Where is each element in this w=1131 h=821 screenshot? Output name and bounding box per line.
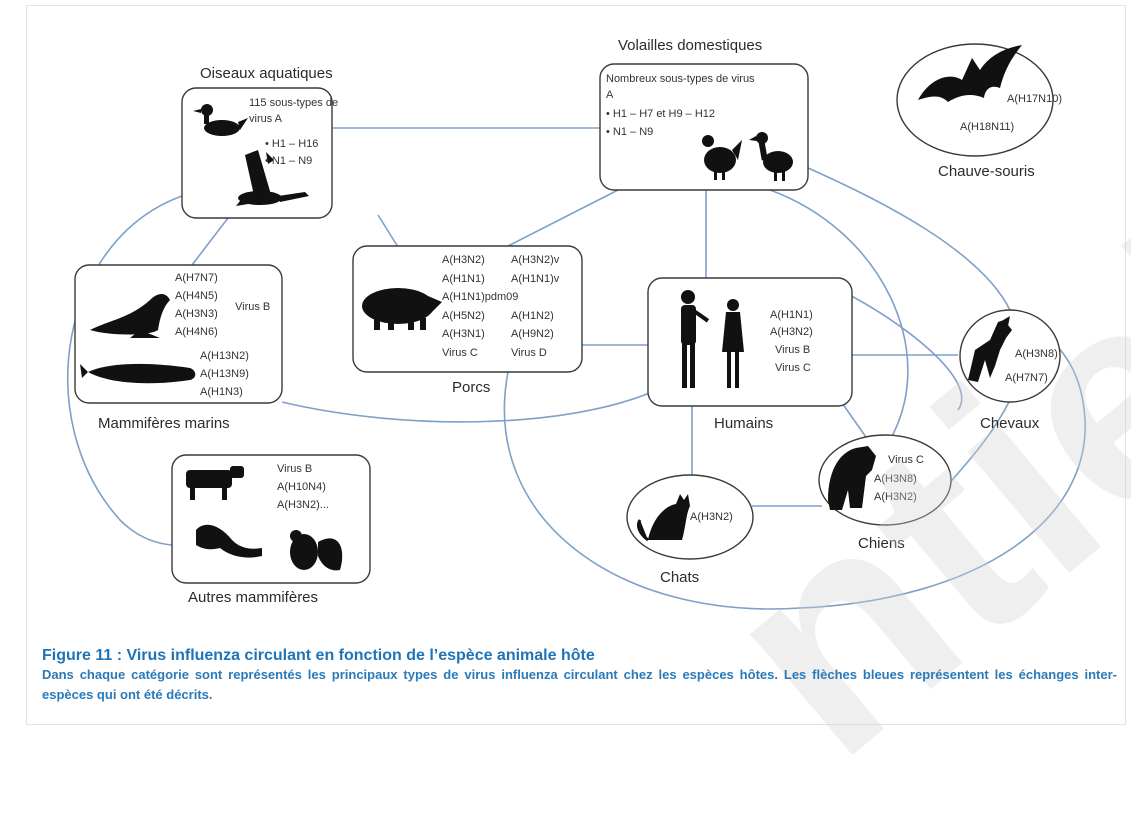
horses-ellipse <box>959 309 1061 403</box>
poultry-label: Volailles domestiques <box>618 37 762 54</box>
dogs-line: A(H3N2) <box>874 491 917 503</box>
influenza-host-diagram: Oiseaux aquatiques 115 sous-types de vir… <box>67 37 1086 610</box>
bats-label: Chauve-souris <box>938 163 1035 180</box>
marine-line: A(H4N5) <box>175 290 218 302</box>
whale-icon <box>80 363 196 384</box>
poultry-line: A <box>606 89 614 101</box>
humans-line: A(H3N2) <box>770 326 813 338</box>
pigs-line: A(H1N1)v <box>511 273 560 285</box>
pigs-line: Virus C <box>442 347 478 359</box>
marine-line: A(H4N6) <box>175 326 218 338</box>
link-pigs-horses-loop <box>503 329 1086 610</box>
dogs-label: Chiens <box>858 535 905 552</box>
link-aquatic-pigs <box>377 214 399 248</box>
poultry-line: Nombreux sous-types de virus <box>606 73 755 85</box>
bats-line: A(H18N11) <box>960 121 1014 133</box>
humans-line: A(H1N1) <box>770 309 813 321</box>
link-poultry-pigs <box>507 189 619 247</box>
pigs-line: A(H1N1)pdm09 <box>442 291 518 303</box>
other-mammals-line: Virus B <box>277 463 312 475</box>
seal-icon <box>90 294 170 338</box>
dogs-line: Virus C <box>888 454 924 466</box>
marine-line: A(H13N2) <box>200 350 249 362</box>
horses-label: Chevaux <box>980 415 1040 432</box>
bats-line: A(H17N10) <box>1007 93 1062 105</box>
pig-icon <box>362 288 442 330</box>
link-poultry-horses <box>807 167 1011 311</box>
pigs-box <box>352 245 583 373</box>
link-humans-horses-arc <box>839 289 963 411</box>
pigs-line: A(H3N2)v <box>511 254 560 266</box>
marine-line: A(H1N3) <box>200 386 243 398</box>
node-marine-mammals: A(H7N7) A(H4N5) A(H3N3) A(H4N6) Virus B … <box>74 264 283 432</box>
node-other-mammals: Virus B A(H10N4) A(H3N2)... Autres mammi… <box>171 454 371 606</box>
link-aquatic-marine <box>191 217 229 266</box>
marine-mammals-label: Mammifères marins <box>98 415 230 432</box>
node-humans: A(H1N1) A(H3N2) Virus B Virus C Humains <box>647 277 853 432</box>
pigs-label: Porcs <box>452 379 490 396</box>
dogs-line: A(H3N8) <box>874 473 917 485</box>
flying-swan-icon <box>236 150 309 206</box>
humans-box <box>647 277 853 407</box>
other-mammals-label: Autres mammifères <box>188 589 318 606</box>
humans-line: Virus B <box>775 344 810 356</box>
cats-label: Chats <box>660 569 699 586</box>
dog-icon <box>828 446 876 510</box>
node-pigs: A(H3N2) A(H1N1) A(H1N1)pdm09 A(H5N2) A(H… <box>352 245 583 396</box>
marine-line: A(H7N7) <box>175 272 218 284</box>
pigs-line: A(H1N1) <box>442 273 485 285</box>
aquatic-birds-line: • N1 – N9 <box>265 155 312 167</box>
marine-line: A(H3N3) <box>175 308 218 320</box>
other-mammals-line: A(H10N4) <box>277 481 326 493</box>
aquatic-birds-label: Oiseaux aquatiques <box>200 65 333 82</box>
pigs-line: A(H3N2) <box>442 254 485 266</box>
caption-title: Figure 11 : Virus influenza circulant en… <box>42 647 595 664</box>
aquatic-birds-line: virus A <box>249 113 283 125</box>
other-mammals-line: A(H3N2)... <box>277 499 329 511</box>
couple-icon <box>681 290 744 388</box>
exchange-links <box>67 127 1086 610</box>
pigs-line: A(H1N2) <box>511 310 554 322</box>
pigs-line: A(H9N2) <box>511 328 554 340</box>
cats-line: A(H3N2) <box>690 511 733 523</box>
cat-icon <box>636 494 690 542</box>
pigs-line: A(H5N2) <box>442 310 485 322</box>
node-poultry: Volailles domestiques Nombreux sous-type… <box>599 37 809 191</box>
marine-line: Virus B <box>235 301 270 313</box>
humans-line: Virus C <box>775 362 811 374</box>
link-humans-dogs <box>839 399 869 441</box>
link-poultry-dogs <box>769 189 909 441</box>
bat-icon <box>918 45 1022 102</box>
node-cats: A(H3N2) Chats <box>626 474 754 586</box>
poultry-box <box>599 63 809 191</box>
figure-frame <box>26 5 1126 725</box>
poultry-line: • H1 – H7 et H9 – H12 <box>606 108 715 120</box>
caption-body: Dans chaque catégorie sont représentés l… <box>42 667 1117 702</box>
node-dogs: Virus C A(H3N8) A(H3N2) Chiens <box>818 434 952 552</box>
ferret-icon <box>196 524 262 558</box>
link-horses-dogs <box>947 399 1011 486</box>
bats-ellipse <box>896 43 1054 157</box>
duck-icon <box>193 104 248 136</box>
horse-icon <box>968 316 1012 382</box>
pigs-line: Virus D <box>511 347 547 359</box>
horses-line: A(H7N7) <box>1005 372 1048 384</box>
goose-icon <box>749 132 793 181</box>
hen-icon <box>702 135 742 180</box>
marine-line: A(H13N9) <box>200 368 249 380</box>
figure-caption: Figure 11 : Virus influenza circulant en… <box>42 647 1117 705</box>
horses-line: A(H3N8) <box>1015 348 1058 360</box>
link-aquatic-other <box>67 195 183 546</box>
node-horses: A(H3N8) A(H7N7) Chevaux <box>959 309 1061 432</box>
aquatic-birds-line: • H1 – H16 <box>265 138 318 150</box>
node-bats: A(H17N10) A(H18N11) Chauve-souris <box>896 43 1062 180</box>
poultry-line: • N1 – N9 <box>606 126 653 138</box>
pigs-line: A(H3N1) <box>442 328 485 340</box>
node-aquatic-birds: Oiseaux aquatiques 115 sous-types de vir… <box>181 65 338 219</box>
humans-label: Humains <box>714 415 773 432</box>
link-marine-humans <box>281 391 653 423</box>
aquatic-birds-line: 115 sous-types de <box>249 97 338 109</box>
cow-icon <box>186 466 244 500</box>
squirrel-icon <box>290 530 343 571</box>
